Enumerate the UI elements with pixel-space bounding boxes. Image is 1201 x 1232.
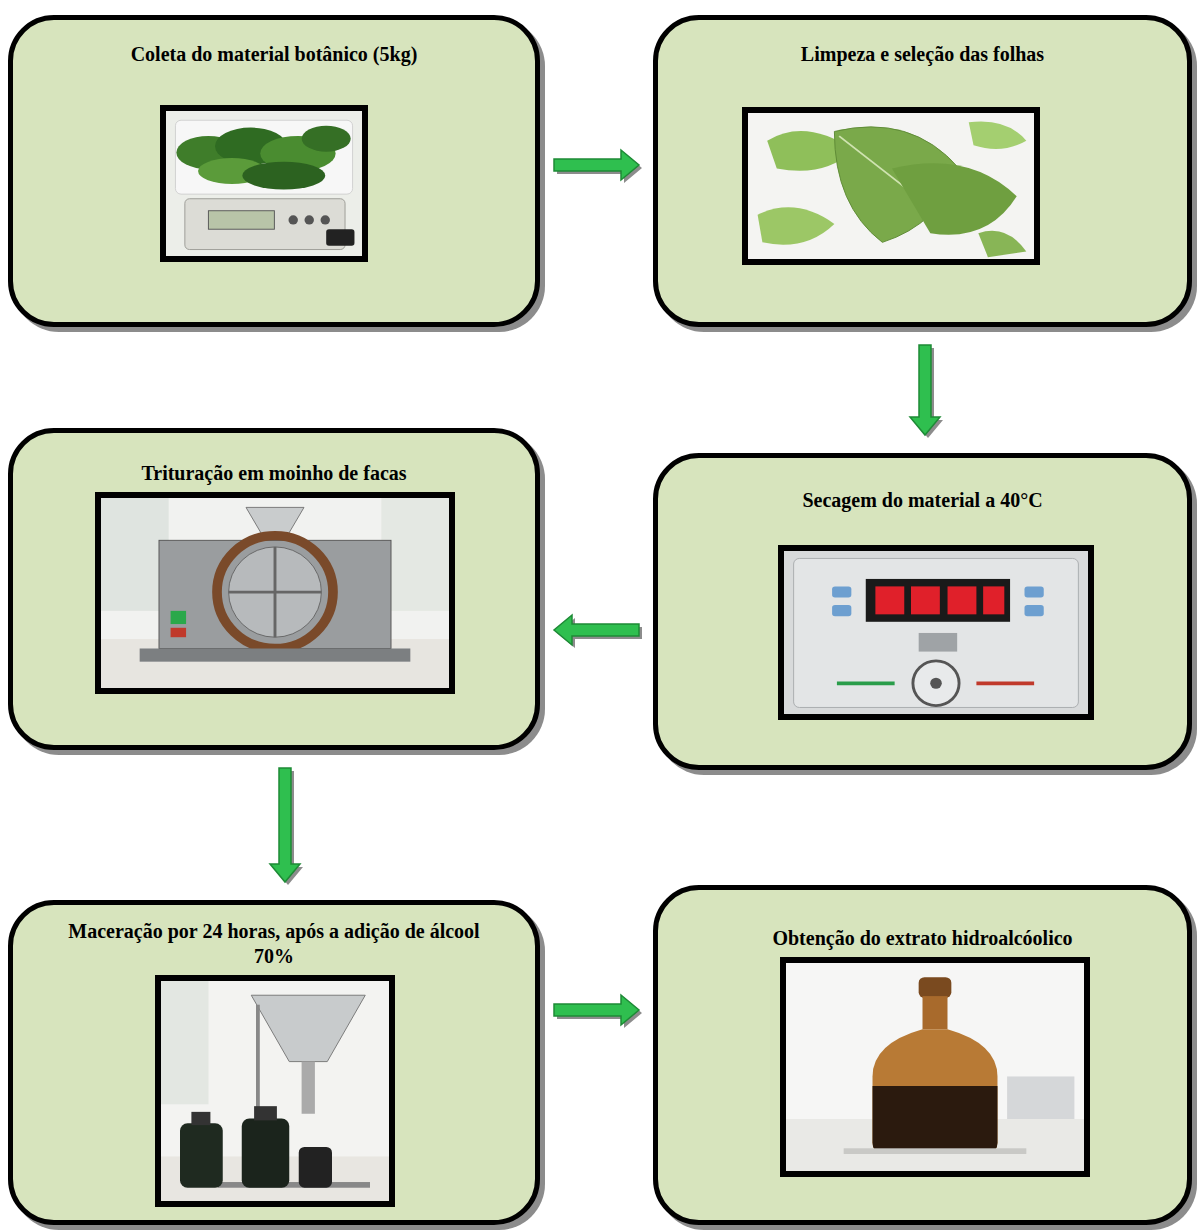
flow-arrow [554, 995, 642, 1028]
arrow-body [910, 345, 940, 435]
step-title: Trituração em moinho de facas [53, 461, 495, 486]
arrow-body [270, 768, 300, 882]
photo-illustration [778, 545, 1094, 720]
flow-arrow [554, 615, 642, 648]
flow-arrow [270, 768, 303, 885]
flow-arrow [554, 150, 642, 183]
process-box: Limpeza e seleção das folhas [653, 15, 1192, 327]
photo-illustration [742, 107, 1040, 265]
process-box: Maceração por 24 horas, após a adição de… [8, 900, 540, 1225]
process-box: Secagem do material a 40°C [653, 453, 1192, 770]
photo-drawing [101, 498, 449, 688]
step-title: Coleta do material botânico (5kg) [53, 42, 495, 67]
step-title: Limpeza e seleção das folhas [698, 42, 1147, 67]
step-title: Maceração por 24 horas, após a adição de… [61, 919, 487, 969]
photo-illustration [780, 957, 1090, 1177]
flow-arrow [910, 345, 943, 438]
arrow-body [554, 615, 639, 645]
process-box: Coleta do material botânico (5kg) [8, 15, 540, 327]
photo-illustration [155, 975, 395, 1207]
process-box: Obtenção do extrato hidroalcóolico [653, 885, 1192, 1225]
process-box: Trituração em moinho de facas [8, 428, 540, 750]
photo-drawing [161, 981, 389, 1201]
photo-drawing [786, 963, 1084, 1171]
photo-drawing [166, 111, 362, 256]
arrow-body [554, 150, 639, 180]
photo-illustration [95, 492, 455, 694]
photo-drawing [784, 551, 1088, 714]
photo-illustration [160, 105, 368, 262]
arrow-body [554, 995, 639, 1025]
step-title: Secagem do material a 40°C [698, 488, 1147, 513]
step-title: Obtenção do extrato hidroalcóolico [698, 926, 1147, 951]
photo-drawing [748, 113, 1034, 259]
